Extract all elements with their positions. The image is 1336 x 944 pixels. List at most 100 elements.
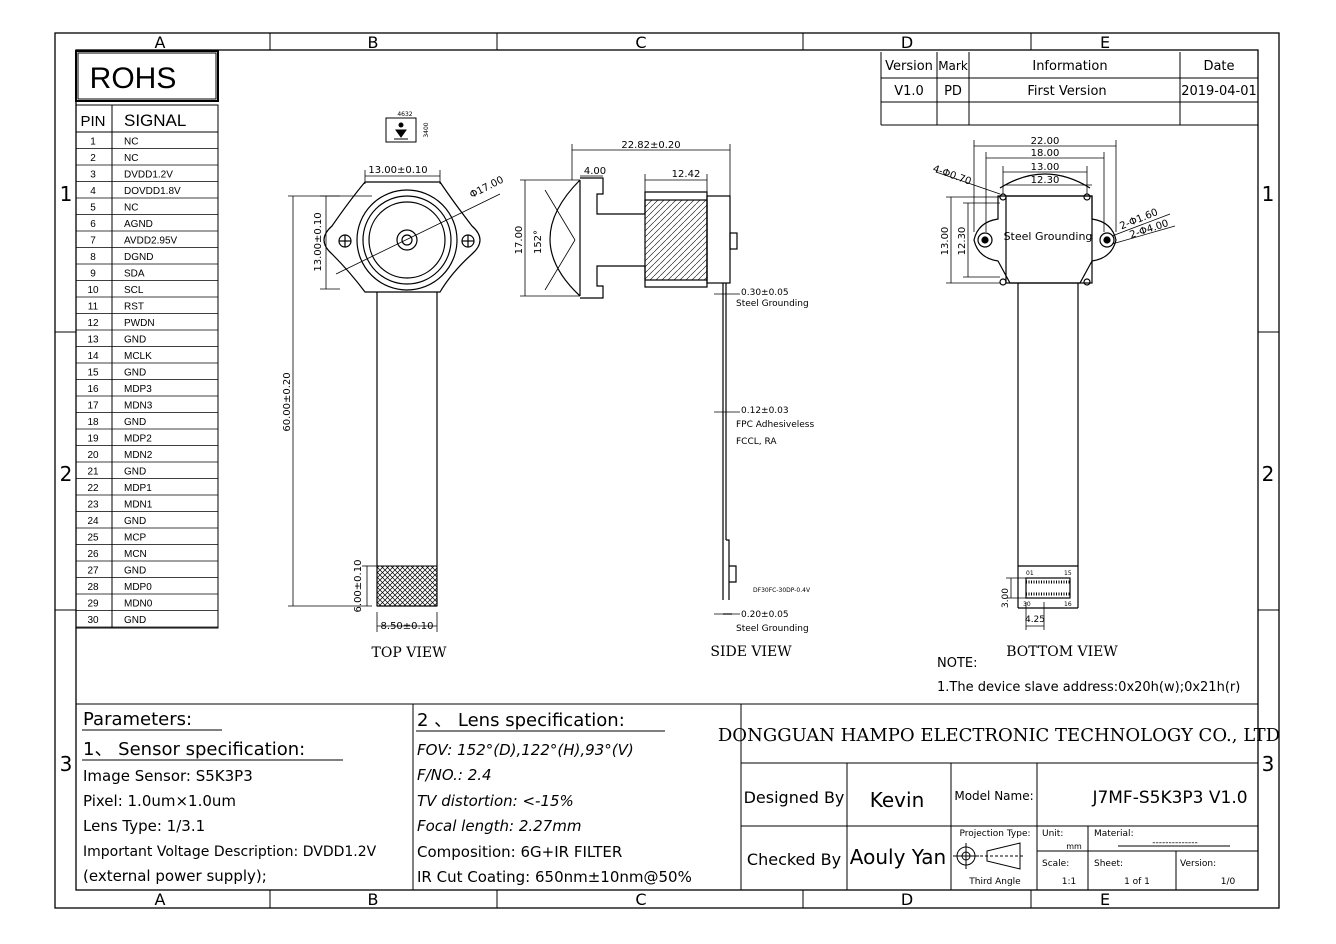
- esd-code-side: 3400: [423, 122, 430, 137]
- side-view-label: SIDE VIEW: [710, 644, 792, 660]
- side-dim-total: 22.82±0.20: [621, 140, 680, 151]
- title-block-lines: [741, 762, 1258, 890]
- pin-number: 10: [87, 285, 99, 296]
- top-dim-length: 60.00±0.20: [282, 372, 293, 431]
- bottom-conn-pin01: 01: [1026, 570, 1034, 577]
- side-note-bottom-text: Steel Grounding: [736, 624, 809, 634]
- bottom-conn-pin16: 16: [1064, 601, 1072, 608]
- sensor-spec-title: 1、 Sensor specification:: [83, 739, 305, 760]
- top-dim-width: 13.00±0.10: [368, 165, 427, 176]
- note-line1: 1.The device slave address:0x20h(w);0x21…: [937, 680, 1240, 695]
- projection-type-label: Projection Type:: [959, 829, 1030, 839]
- bottom-view-label: BOTTOM VIEW: [1006, 644, 1118, 660]
- pin-signal: GND: [124, 516, 146, 527]
- pin-signal: MDP0: [124, 582, 152, 593]
- rohs-box: ROHS: [75, 50, 219, 102]
- esd-code-top: 4632: [397, 111, 412, 118]
- top-dim-height: 13.00±0.10: [313, 212, 324, 271]
- pin-signal: MDP2: [124, 434, 152, 445]
- pin-signal: SCL: [124, 285, 144, 296]
- parameters-title: Parameters:: [83, 709, 192, 730]
- pin-signal: MDN3: [124, 401, 153, 412]
- version-value: 1/0: [1221, 877, 1236, 887]
- designed-by-value: Kevin: [870, 788, 925, 812]
- designed-by-label: Designed By: [744, 788, 845, 807]
- pin-number: 30: [87, 615, 99, 626]
- zone-col-e-top: E: [1100, 33, 1110, 52]
- pin-number: 21: [87, 467, 99, 478]
- revision-header-date: Date: [1203, 59, 1234, 74]
- revision-table: [880, 52, 1258, 126]
- side-view: 22.82±0.20 4.00 12.42 17.00 152° 0.30±0.…: [514, 140, 814, 660]
- pin-number: 1: [90, 137, 96, 148]
- zone-col-a-bottom: A: [155, 890, 166, 909]
- bottom-steel-label: Steel Grounding: [1004, 230, 1093, 243]
- pin-number: 26: [87, 549, 99, 560]
- pin-number: 15: [87, 368, 99, 379]
- checked-by-value: Aouly Yan: [850, 845, 946, 869]
- lens-profile: [549, 177, 738, 299]
- side-note-bottom-value: 0.20±0.05: [741, 610, 789, 620]
- side-dimensions: [520, 144, 740, 615]
- zone-col-c-bottom: C: [635, 890, 646, 909]
- revision-text: Version Mark Information Date V1.0 PD Fi…: [885, 59, 1257, 99]
- rohs-label: ROHS: [90, 62, 177, 95]
- pin-number: 3: [90, 170, 96, 181]
- pin-signal: DOVDD1.8V: [124, 186, 181, 197]
- zone-col-c-top: C: [635, 33, 646, 52]
- scale-value: 1:1: [1062, 877, 1076, 887]
- pin-number: 20: [87, 450, 99, 461]
- pin-signal: GND: [124, 566, 146, 577]
- pin-signal: GND: [124, 615, 146, 626]
- pin-number: 25: [87, 533, 99, 544]
- version-label: Version:: [1180, 859, 1216, 869]
- zone-row-2-right: 2: [1262, 462, 1275, 486]
- pin-number: 2: [90, 153, 96, 164]
- zone-row-1-right: 1: [1262, 182, 1275, 206]
- pin-signal: AVDD2.95V: [124, 236, 178, 247]
- zone-row-2-left: 2: [60, 462, 73, 486]
- pin-number: 17: [87, 401, 99, 412]
- unit-label: Unit:: [1042, 829, 1063, 839]
- side-note-top-text: Steel Grounding: [736, 299, 809, 309]
- side-note-connector: DF30FC-30DP-0.4V: [753, 587, 811, 594]
- scale-label: Scale:: [1042, 859, 1069, 869]
- param-image-sensor: Image Sensor: S5K3P3: [83, 767, 253, 785]
- zone-col-b-top: B: [368, 33, 379, 52]
- pin-signal: MDP3: [124, 384, 152, 395]
- company-name: DONGGUAN HAMPO ELECTRONIC TECHNOLOGY CO.…: [718, 725, 1280, 746]
- revision-header-mark: Mark: [938, 59, 968, 73]
- bottom-conn-pin15: 15: [1064, 570, 1072, 577]
- pin-number: 18: [87, 417, 99, 428]
- pin-header: PIN: [80, 113, 105, 130]
- pin-signal: PWDN: [124, 318, 155, 329]
- bottom-dim-22: 22.00: [1031, 136, 1060, 147]
- pin-signal: GND: [124, 417, 146, 428]
- param-supply: (external power supply);: [83, 867, 267, 885]
- param-pixel: Pixel: 1.0um×1.0um: [83, 792, 236, 810]
- third-angle-projection-icon: [953, 842, 1024, 870]
- zone-row-3-left: 3: [60, 752, 73, 776]
- pin-signal: MDP1: [124, 483, 152, 494]
- side-dim-height: 17.00: [514, 226, 525, 255]
- bottom-fpc: [1017, 283, 1079, 609]
- pin-number: 6: [90, 219, 96, 230]
- pin-signal: NC: [124, 137, 138, 148]
- esd-icon: 4632 3400: [385, 111, 430, 143]
- revision-header-information: Information: [1032, 59, 1107, 74]
- param-voltage: Important Voltage Description: DVDD1.2V: [83, 844, 377, 860]
- bottom-dim-123: 12.30: [1031, 175, 1060, 186]
- bottom-dim-v13: 13.00: [940, 227, 951, 256]
- model-name-value: J7MF-S5K3P3 V1.0: [1091, 788, 1247, 808]
- pin-number: 28: [87, 582, 99, 593]
- stiffener-hatch: [376, 565, 438, 607]
- pin-signal: SDA: [124, 269, 145, 280]
- pin-number: 12: [87, 318, 99, 329]
- projection-type-value: Third Angle: [968, 877, 1021, 887]
- pin-number: 14: [87, 351, 99, 362]
- material-value: --------------: [1152, 838, 1197, 848]
- pin-signal: MCP: [124, 533, 147, 544]
- revision-header-version: Version: [885, 59, 933, 74]
